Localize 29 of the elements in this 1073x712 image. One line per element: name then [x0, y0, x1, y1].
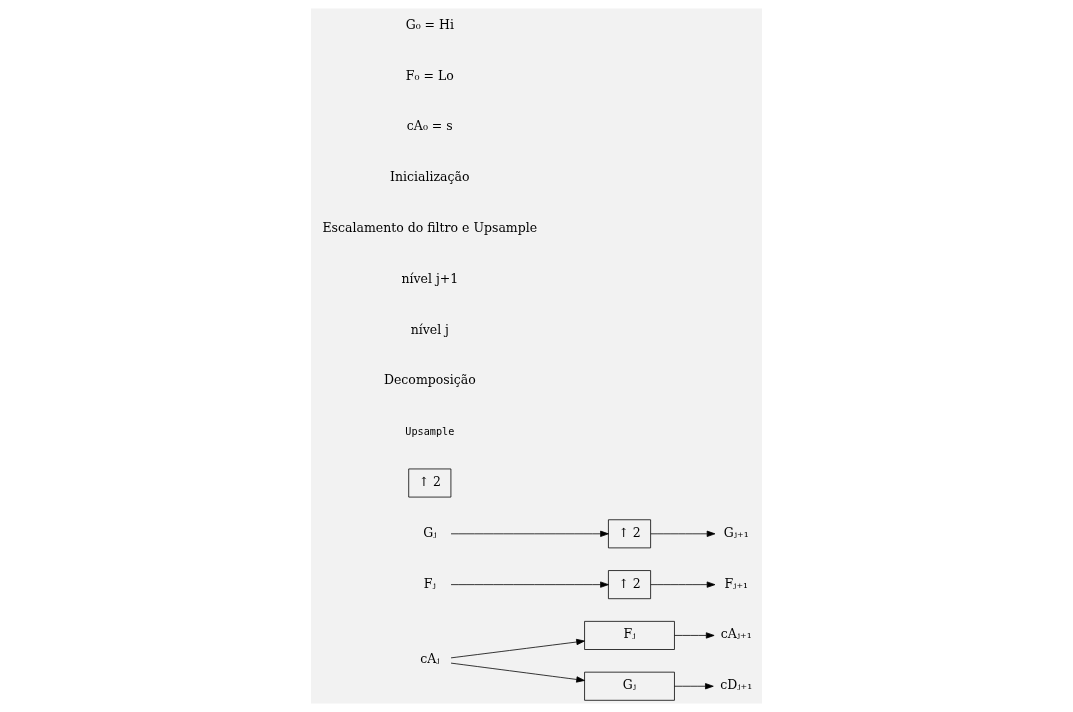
arrow	[450, 581, 609, 588]
node-box: ↑ 2	[608, 570, 651, 600]
label: Escalamento do filtro e Upsample	[322, 219, 538, 235]
arrow	[650, 581, 716, 588]
label: Inicialização	[390, 169, 470, 185]
label: F₀ = Lo	[405, 67, 454, 83]
label: Decomposição	[383, 372, 476, 388]
node-text: cDⱼ₊₁	[720, 677, 753, 693]
arrow	[674, 683, 714, 690]
arrow	[650, 530, 716, 537]
node-box: ↑ 2	[408, 468, 452, 498]
node-text: Fⱼ₊₁	[724, 575, 748, 591]
arrow	[674, 632, 715, 639]
node-box: Fⱼ	[584, 620, 675, 650]
label: nível j+1	[401, 270, 459, 286]
node-label: Upsample	[405, 425, 455, 437]
node-text: Gⱼ₊₁	[723, 524, 749, 540]
node-box: ↑ 2	[608, 519, 651, 549]
node-text: cAⱼ	[420, 651, 440, 667]
arrow	[450, 530, 609, 537]
node-text: cAⱼ₊₁	[720, 626, 752, 642]
node-text: Fⱼ	[423, 575, 436, 591]
node-text: Gⱼ	[423, 524, 437, 540]
label: G₀ = Hi	[405, 16, 454, 32]
arrow	[450, 662, 585, 683]
label: cA₀ = s	[406, 118, 453, 134]
node-box: Gⱼ	[584, 671, 675, 701]
label: nível j	[410, 321, 449, 337]
arrow	[450, 638, 585, 659]
